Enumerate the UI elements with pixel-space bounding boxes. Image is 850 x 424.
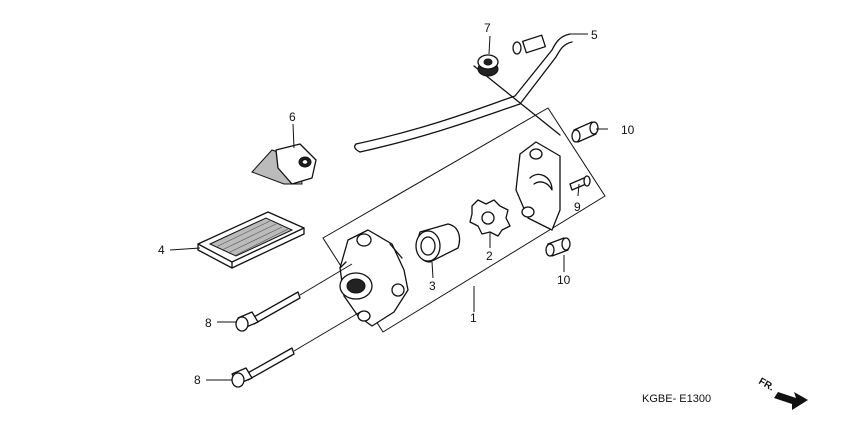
callout-2: 2 [486, 249, 493, 263]
callout-7: 7 [484, 21, 491, 35]
grommet-part [477, 54, 499, 77]
dowel-pin-upper [571, 121, 599, 143]
oil-strainer-part [197, 211, 305, 269]
outer-rotor-part [415, 223, 461, 263]
callout-9: 9 [574, 200, 581, 214]
callout-1: 1 [470, 311, 477, 325]
cover-screw-part [569, 175, 591, 191]
front-direction-arrow-icon [774, 392, 808, 410]
pump-cover-part [515, 141, 561, 231]
callout-4: 4 [158, 243, 165, 257]
oil-pipe-part [354, 33, 573, 153]
callout-3: 3 [429, 279, 436, 293]
callout-10-lower: 10 [557, 273, 571, 287]
callout-6: 6 [289, 110, 296, 124]
diagram-code: KGBE- E1300 [642, 393, 711, 405]
flange-bolt-lower [231, 311, 361, 388]
inner-rotor-part [469, 199, 511, 237]
front-indicator-label: FR. [757, 376, 777, 394]
pump-body-part [339, 229, 409, 327]
flange-bolt-upper [235, 263, 353, 332]
callout-10-upper: 10 [621, 123, 635, 137]
callout-5: 5 [591, 28, 598, 42]
callout-8-upper: 8 [205, 316, 212, 330]
leader-lines [169, 33, 608, 381]
screen-bracket-part [251, 143, 317, 185]
callout-8-lower: 8 [194, 373, 201, 387]
dowel-pin-lower [545, 237, 571, 257]
